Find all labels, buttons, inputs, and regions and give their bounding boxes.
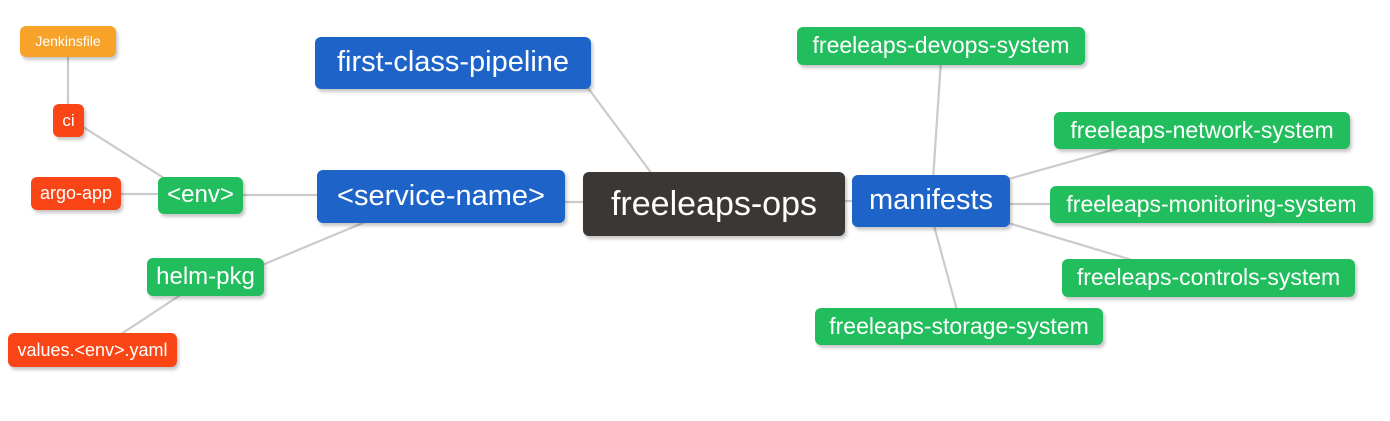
node-label-env: <env> <box>167 181 234 208</box>
edge-manifests-network-system <box>1004 143 1131 182</box>
node-label-monitoring-system: freeleaps-monitoring-system <box>1066 190 1357 217</box>
node-env[interactable]: <env> <box>158 177 243 214</box>
node-label-jenkinsfile: Jenkinsfile <box>35 33 101 49</box>
node-jenkinsfile[interactable]: Jenkinsfile <box>20 26 116 57</box>
edge-service-name-helm-pkg <box>254 218 371 270</box>
node-controls-system[interactable]: freeleaps-controls-system <box>1062 259 1355 297</box>
node-values-env-yaml[interactable]: values.<env>.yaml <box>8 333 177 367</box>
node-helm-pkg[interactable]: helm-pkg <box>147 258 264 296</box>
node-argo-app[interactable]: argo-app <box>31 177 121 210</box>
node-label-controls-system: freeleaps-controls-system <box>1076 264 1341 290</box>
edge-manifests-storage-system <box>931 221 960 315</box>
node-first-class-pipeline[interactable]: first-class-pipeline <box>315 37 591 89</box>
node-label-manifests: manifests <box>868 184 994 216</box>
node-label-freeleaps-ops: freeleaps-ops <box>610 184 817 223</box>
node-label-service-name: <service-name> <box>337 179 545 212</box>
node-service-name[interactable]: <service-name> <box>317 170 565 223</box>
node-label-first-class-pipeline: first-class-pipeline <box>336 46 570 78</box>
node-label-network-system: freeleaps-network-system <box>1070 116 1334 143</box>
edge-ci-env <box>79 124 176 186</box>
node-monitoring-system[interactable]: freeleaps-monitoring-system <box>1050 186 1373 223</box>
node-label-values-env-yaml: values.<env>.yaml <box>17 339 168 360</box>
node-network-system[interactable]: freeleaps-network-system <box>1054 112 1350 149</box>
node-ci[interactable]: ci <box>53 104 84 137</box>
node-label-devops-system: freeleaps-devops-system <box>812 32 1070 58</box>
edge-manifests-devops-system <box>931 59 943 181</box>
node-devops-system[interactable]: freeleaps-devops-system <box>797 27 1085 65</box>
edge-manifests-controls-system <box>1004 220 1143 265</box>
node-label-ci: ci <box>62 110 75 130</box>
node-label-argo-app: argo-app <box>39 183 113 203</box>
node-manifests[interactable]: manifests <box>852 175 1010 227</box>
node-label-helm-pkg: helm-pkg <box>156 262 255 290</box>
node-freeleaps-ops[interactable]: freeleaps-ops <box>583 172 845 236</box>
edge-first-class-pipeline-freeleaps-ops <box>584 83 656 179</box>
node-storage-system[interactable]: freeleaps-storage-system <box>815 308 1103 345</box>
edge-helm-pkg-values-env-yaml <box>111 291 186 341</box>
node-label-storage-system: freeleaps-storage-system <box>829 312 1089 339</box>
